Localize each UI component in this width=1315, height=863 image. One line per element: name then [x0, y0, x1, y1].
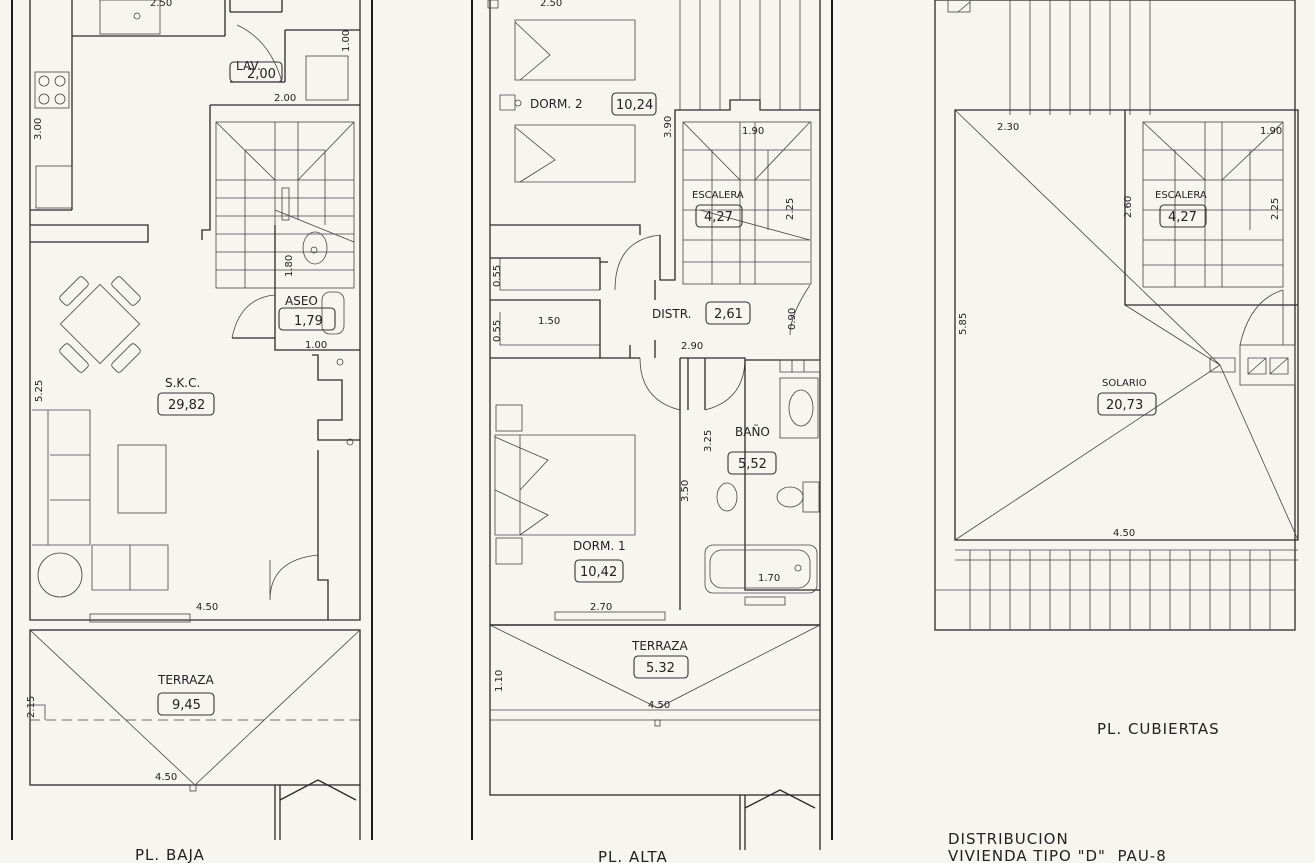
dim-label: 1.10 — [494, 670, 505, 692]
room-area-distr: 2,61 — [714, 307, 743, 322]
plan-title-alta: PL. ALTA — [598, 848, 668, 863]
drawing-title-line1: DISTRIBUCION — [948, 830, 1069, 848]
room-area-lav: 2,00 — [247, 67, 276, 82]
room-label-terraza: TERRAZA — [631, 639, 689, 653]
dim-label: 2.15 — [26, 696, 37, 718]
dim-label: 5.85 — [958, 313, 969, 335]
room-area-dorm1: 10,42 — [580, 565, 617, 580]
dim-label: 1.80 — [284, 255, 295, 277]
dim-label: 2.50 — [150, 0, 172, 9]
dim-label: 4.50 — [196, 602, 218, 613]
drawing-title-line2: VIVIENDA TIPO "D" PAU-8 — [948, 847, 1167, 863]
room-area-terraza: 9,45 — [172, 698, 201, 713]
dim-label: 1.90 — [1260, 126, 1282, 137]
plan-alta-labels: 2.50 DORM. 2 10,24 3.90 1.90 ESCALERA 4,… — [492, 0, 798, 863]
dim-label: 2.50 — [540, 0, 562, 9]
plan-baja-labels: 2.50 LAV. 2,00 1.00 2.00 3.00 1.80 ASEO … — [26, 0, 352, 863]
room-area-terraza: 5.32 — [646, 661, 675, 676]
dim-label: 0.55 — [492, 265, 503, 287]
dim-label: 2.60 — [1123, 196, 1134, 218]
dim-label: 1.90 — [742, 126, 764, 137]
dim-label: 5.25 — [34, 380, 45, 402]
dim-label: 1.70 — [758, 573, 780, 584]
plan-cubiertas — [934, 0, 1299, 631]
dim-label: 0.55 — [492, 320, 503, 342]
room-area-escalera: 4,27 — [1168, 210, 1197, 225]
dim-label: 1.00 — [305, 340, 327, 351]
room-area-bano: 5,52 — [738, 457, 767, 472]
plan-cubiertas-labels: 2.30 1.90 2.60 ESCALERA 4,27 2.25 5.85 S… — [948, 122, 1282, 863]
room-area-dorm2: 10,24 — [616, 98, 653, 113]
dim-label: 2.25 — [1270, 198, 1281, 220]
dim-label: 3.25 — [703, 430, 714, 452]
plan-alta — [471, 0, 833, 850]
plan-title-baja: PL. BAJA — [135, 846, 205, 863]
room-label-dorm1: DORM. 1 — [573, 539, 626, 553]
room-label-skc: S.K.C. — [165, 376, 200, 390]
dim-label: 4.50 — [648, 700, 670, 711]
dim-label: 2.00 — [274, 93, 296, 104]
dim-label: 1.50 — [538, 316, 560, 327]
dim-label: 2.70 — [590, 602, 612, 613]
room-label-dorm2: DORM. 2 — [530, 97, 583, 111]
room-label-aseo: ASEO — [285, 294, 318, 308]
plan-baja — [11, 0, 373, 840]
dim-label: 2.30 — [997, 122, 1019, 133]
room-label-escalera: ESCALERA — [1155, 190, 1207, 201]
room-label-solario: SOLARIO — [1102, 378, 1147, 389]
room-area-solario: 20,73 — [1106, 398, 1143, 413]
room-label-lav: LAV. — [236, 59, 261, 73]
room-area-escalera: 4,27 — [704, 210, 733, 225]
dim-label: 3.00 — [33, 118, 44, 140]
room-label-bano: BAÑO — [735, 424, 770, 439]
room-label-terraza: TERRAZA — [157, 673, 215, 687]
room-area-aseo: 1,79 — [294, 314, 323, 329]
dim-label: 0.90 — [787, 308, 798, 330]
dim-label: 2.25 — [785, 198, 796, 220]
dim-label: 1.00 — [341, 30, 352, 52]
dim-label: 2.90 — [681, 341, 703, 352]
room-area-skc: 29,82 — [168, 398, 205, 413]
dim-label: 3.90 — [663, 116, 674, 138]
dim-label: 4.50 — [155, 772, 177, 783]
dim-label: 3.50 — [680, 480, 691, 502]
dim-label: 4.50 — [1113, 528, 1135, 539]
room-label-escalera: ESCALERA — [692, 190, 744, 201]
room-label-distr: DISTR. — [652, 307, 691, 321]
plan-title-cubiertas: PL. CUBIERTAS — [1097, 720, 1220, 738]
